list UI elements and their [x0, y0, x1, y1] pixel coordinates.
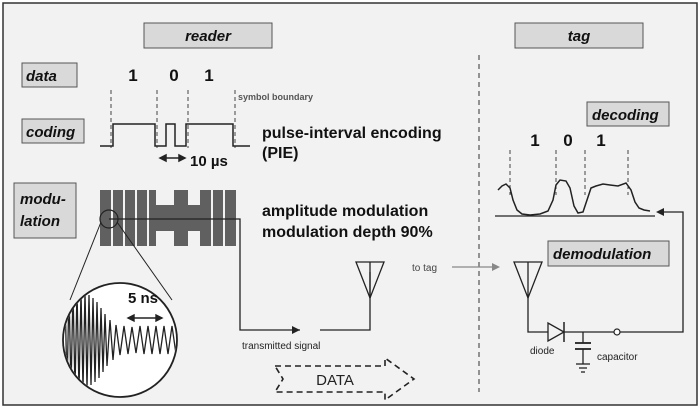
data-bit-3: 1	[204, 66, 213, 85]
signal-arrowhead	[292, 326, 300, 334]
to-tag-arrowhead	[492, 263, 500, 271]
to-tag-label: to tag	[412, 263, 437, 274]
feedback-arrowhead	[656, 208, 664, 216]
coding-row-box	[21, 118, 85, 144]
modulation-row-box	[13, 182, 77, 239]
decoding-label: decoding	[592, 107, 659, 124]
zoom-waveform	[64, 289, 176, 391]
demodulation-box	[547, 240, 670, 267]
data-row-box	[21, 62, 78, 88]
carrier-burst	[100, 190, 156, 246]
zoom-period-arrow	[126, 313, 164, 323]
modulation-row-label-1: modu-	[20, 191, 66, 208]
carrier-burst	[200, 190, 236, 246]
modulated-carrier	[100, 190, 236, 246]
pie-title: pulse-interval encoding	[262, 125, 442, 142]
symbol-boundaries	[110, 90, 236, 148]
zoom-period-label: 5 ns	[128, 290, 158, 307]
pie-abbrev: (PIE)	[262, 145, 298, 162]
output-terminal	[613, 328, 621, 336]
carrier-stripes	[111, 190, 225, 246]
demodulated-waveform	[497, 179, 651, 216]
reader-title: reader	[185, 28, 232, 45]
am-depth: modulation depth 90%	[262, 224, 433, 241]
carrier-low	[188, 205, 200, 231]
tag-bit-3: 1	[596, 131, 605, 150]
tag-header-box	[514, 22, 644, 49]
carrier-burst	[174, 190, 188, 246]
carrier-low	[156, 205, 174, 231]
feedback-path	[620, 211, 684, 333]
am-title: amplitude modulation	[262, 203, 428, 220]
data-arrow: DATA	[273, 356, 416, 402]
data-arrow-label: DATA	[316, 372, 354, 389]
modulation-row-label-2: lation	[20, 213, 60, 230]
data-bit-2: 0	[169, 66, 178, 85]
zoom-line-right	[116, 221, 173, 301]
zoom-detail: 5 ns	[62, 282, 178, 398]
capacitor-label: capacitor	[597, 352, 638, 363]
decoding-box	[586, 101, 670, 127]
data-row-label: data	[26, 68, 57, 85]
reader-header-box	[143, 22, 273, 49]
reader-antenna-icon	[355, 261, 385, 300]
symbol-boundary-label: symbol boundary	[238, 92, 313, 102]
zoom-line-left	[69, 221, 102, 301]
diode-label: diode	[530, 346, 555, 357]
tag-header: tag	[514, 22, 644, 49]
signal-path	[109, 218, 300, 331]
transmitted-label: transmitted signal	[242, 341, 320, 352]
interval-arrow	[158, 153, 187, 163]
data-bit-1: 1	[128, 66, 137, 85]
tag-bit-2: 0	[563, 131, 572, 150]
interval-label: 10 µs	[190, 153, 228, 170]
tag-antenna-feed	[527, 298, 548, 333]
capacitor-icon	[575, 332, 591, 373]
data-arrow-shape	[273, 356, 416, 402]
tag-bit-1: 1	[530, 131, 539, 150]
pie-waveform	[100, 123, 250, 147]
coding-row-label: coding	[26, 124, 75, 141]
demodulation-label: demodulation	[553, 246, 651, 263]
tag-title: tag	[568, 28, 591, 45]
reader-header: reader	[143, 22, 273, 49]
tag-antenna-icon	[513, 261, 543, 300]
